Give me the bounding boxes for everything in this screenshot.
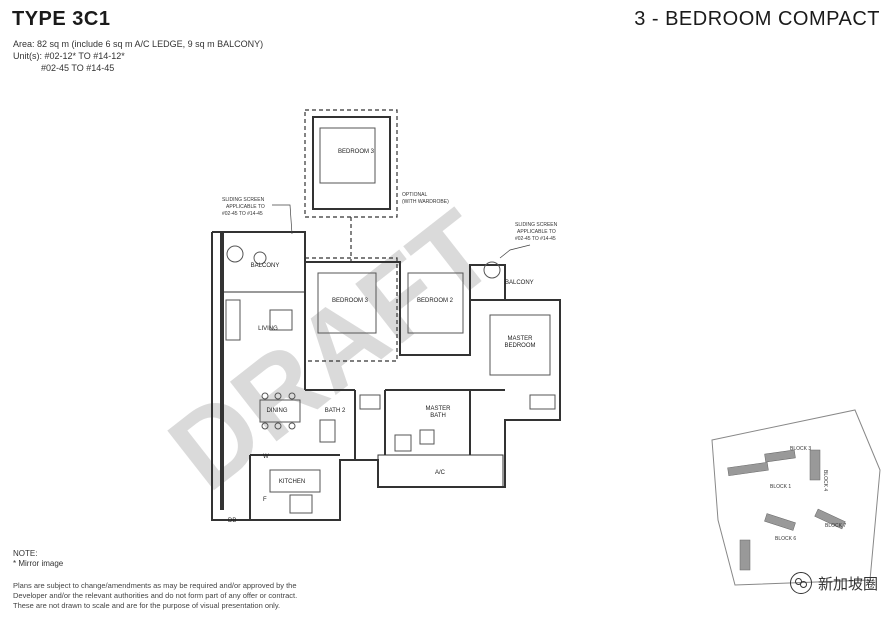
bath2-label: BATH 2: [325, 408, 346, 414]
draft-watermark: DRAFT: [147, 187, 516, 513]
master-bath-label-2: BATH: [430, 413, 446, 419]
unit-category: 3 - BEDROOM COMPACT: [634, 8, 880, 30]
bedroom3-label: BEDROOM 3: [332, 298, 369, 304]
callout-right-2: APPLICABLE TO: [517, 229, 556, 235]
source-watermark-text: 新加坡圈: [817, 575, 878, 593]
disclaimer-line-1: Plans are subject to change/amendments a…: [13, 581, 297, 590]
note-mirror: * Mirror image: [13, 559, 64, 568]
keyplan-block-3: BLOCK 3: [790, 446, 811, 452]
kitchen-label: KITCHEN: [279, 479, 305, 485]
keyplan-block-7: BLOCK 7: [825, 523, 846, 529]
callout-left-2: APPLICABLE TO: [226, 204, 265, 210]
note-heading: NOTE:: [13, 549, 38, 558]
optional-bedroom3-label: BEDROOM 3: [338, 149, 375, 155]
unit-specs: Area: 82 sq m (include 6 sq m A/C LEDGE,…: [13, 38, 263, 74]
callout-right-3: #02-45 TO #14-45: [515, 236, 556, 242]
keyplan-block-1: BLOCK 1: [770, 484, 791, 490]
disclaimer-line-2: Developer and/or the relevant authoritie…: [13, 591, 298, 600]
disclaimer-line-3: These are not drawn to scale and are for…: [13, 601, 281, 610]
callout-right-1: SLIDING SCREEN: [515, 222, 558, 228]
callout-left-1: SLIDING SCREEN: [222, 197, 265, 203]
key-plan: BLOCK 1 BLOCK 3 BLOCK 4 BLOCK 6 BLOCK 7: [711, 409, 881, 586]
dining-label: DINING: [267, 408, 288, 414]
source-watermark: 新加坡圈: [789, 572, 878, 594]
callout-left-3: #02-45 TO #14-45: [222, 211, 263, 217]
master-bedroom-label-2: BEDROOM: [504, 343, 535, 349]
keyplan-block-6: BLOCK 6: [775, 536, 796, 542]
optional-note-2: (WITH WARDROBE): [402, 199, 449, 205]
unit-type-title: TYPE 3C1: [12, 8, 111, 30]
keyplan-block-4: BLOCK 4: [822, 470, 828, 491]
living-label: LIVING: [258, 326, 278, 332]
master-bath-label-1: MASTER: [425, 406, 451, 412]
ac-label: A/C: [435, 470, 446, 476]
notes: NOTE: * Mirror image: [13, 549, 63, 569]
w-label: W: [263, 454, 269, 460]
ac-balcony-label: BALCONY: [505, 280, 534, 286]
area-text: Area: 82 sq m (include 6 sq m A/C LEDGE,…: [13, 39, 264, 49]
f-label: F: [263, 497, 267, 503]
db-label: DB: [228, 518, 236, 524]
master-bedroom-label-1: MASTER: [507, 336, 533, 342]
balcony-label: BALCONY: [251, 263, 280, 269]
units-line-1: Unit(s): #02-12* TO #14-12*: [13, 51, 125, 61]
optional-note: OPTIONAL: [402, 192, 428, 198]
units-line-2: #02-45 TO #14-45: [41, 63, 115, 73]
wechat-icon: [789, 572, 812, 594]
bedroom2-label: BEDROOM 2: [417, 298, 454, 304]
disclaimer: Plans are subject to change/amendments a…: [13, 581, 313, 611]
